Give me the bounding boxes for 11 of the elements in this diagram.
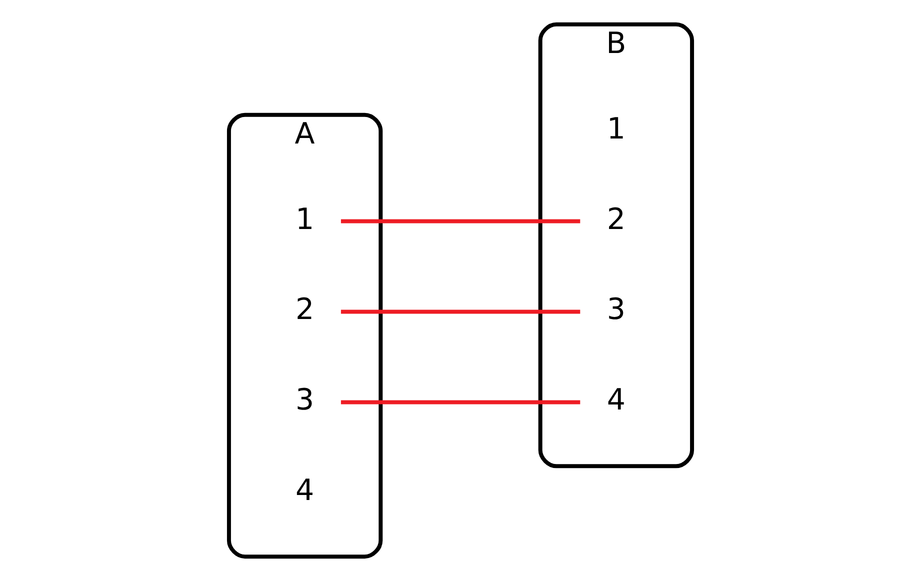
node-text: 1 <box>606 111 626 146</box>
connector <box>340 219 580 224</box>
connector <box>340 400 580 404</box>
node-text: 4 <box>296 473 314 508</box>
connector <box>340 310 580 314</box>
node-text: 2 <box>606 202 626 236</box>
node-text: 4 <box>606 382 626 417</box>
node-text: 1 <box>296 202 314 236</box>
node-text: 3 <box>606 292 626 326</box>
node-text: 2 <box>296 292 314 326</box>
node-text: 3 <box>296 382 314 417</box>
